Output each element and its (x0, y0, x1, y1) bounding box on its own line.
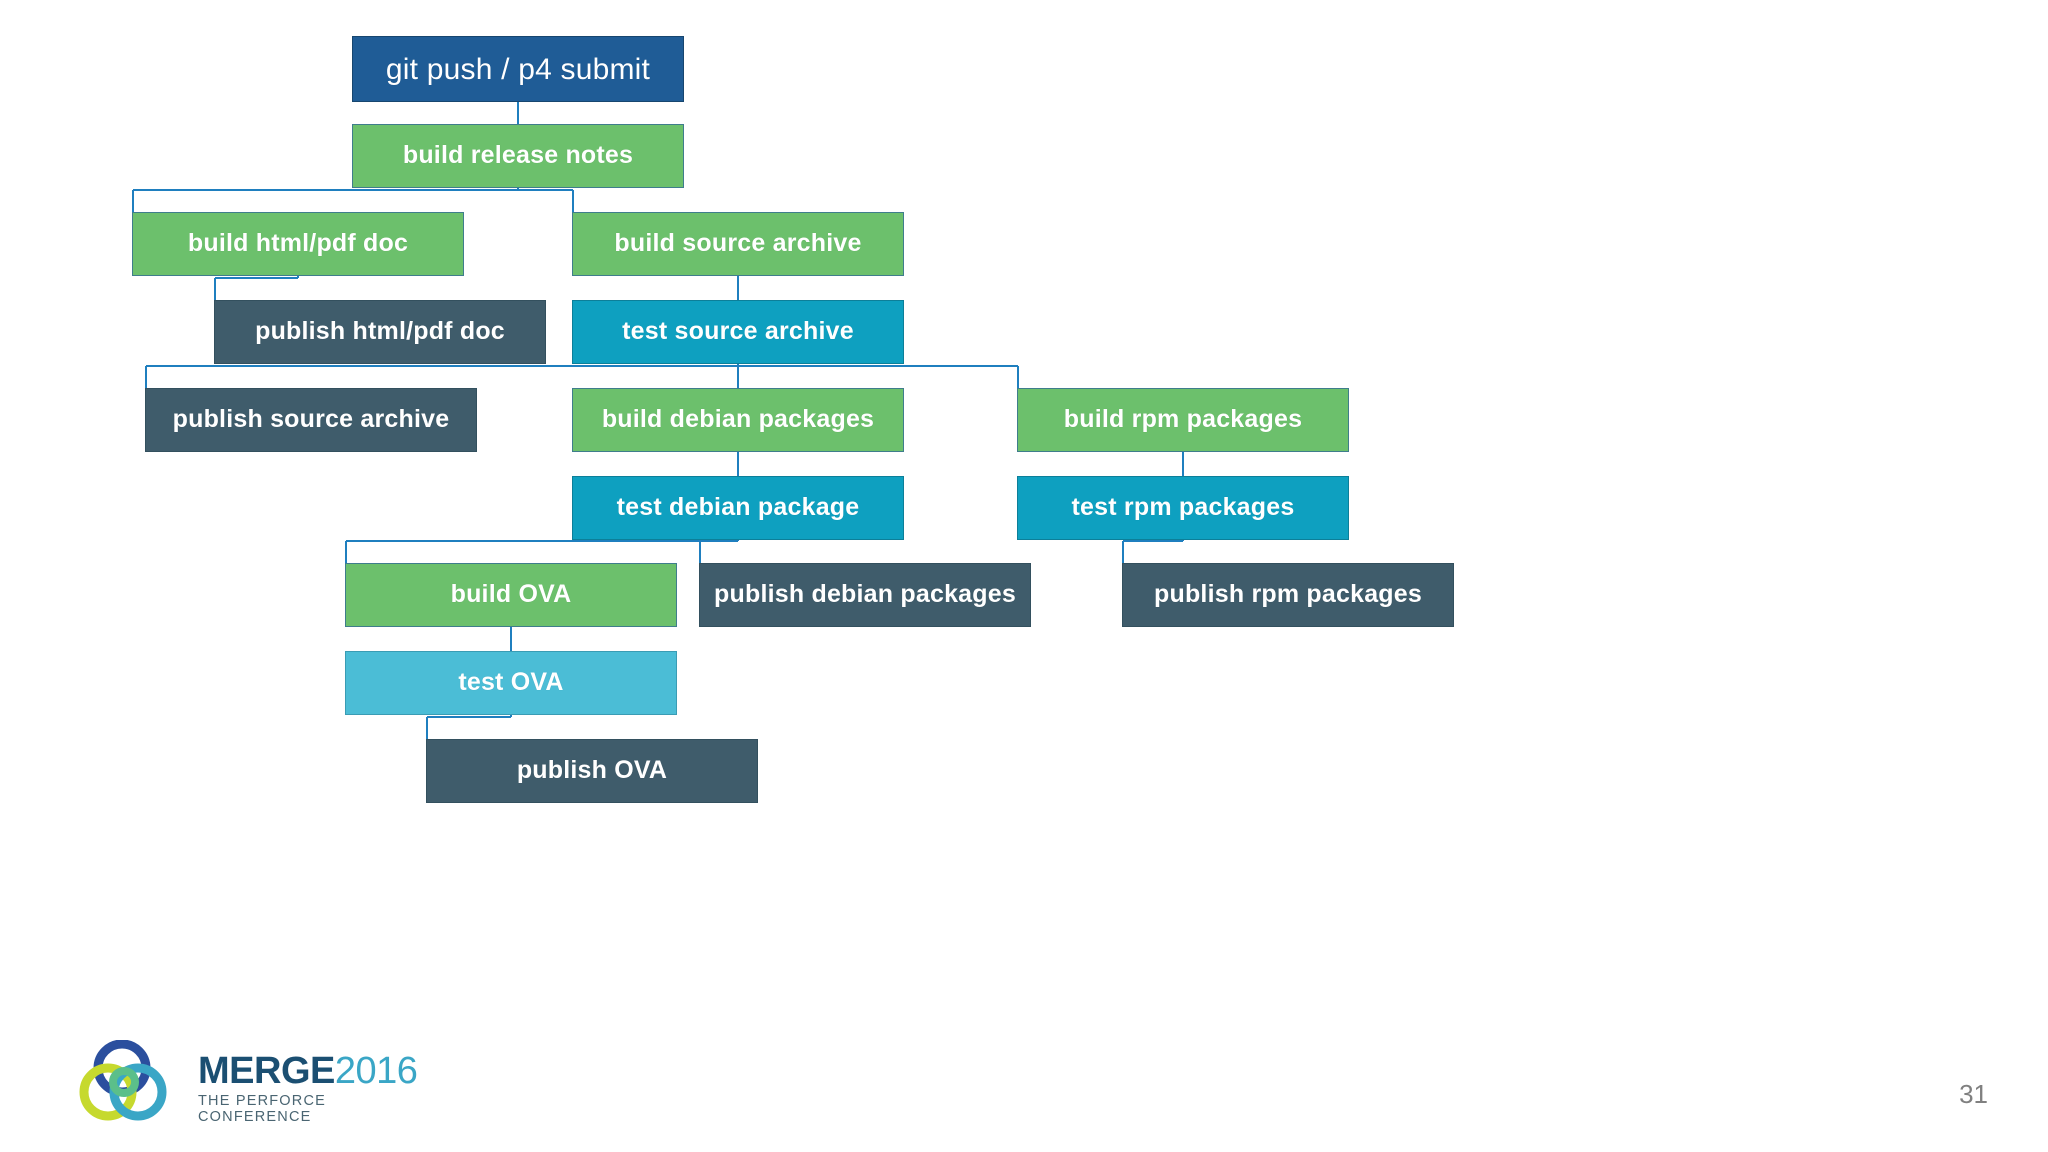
logo-brand-line: MERGE2016 (198, 1052, 428, 1090)
node-label: build debian packages (601, 405, 875, 434)
node-label: build source archive (614, 229, 862, 258)
node-test-ova[interactable]: test OVA (345, 651, 677, 715)
node-test-debian-package[interactable]: test debian package (572, 476, 904, 540)
node-git-push[interactable]: git push / p4 submit (352, 36, 684, 102)
node-publish-debian-packages[interactable]: publish debian packages (699, 563, 1031, 627)
node-label: build html/pdf doc (187, 229, 409, 258)
node-label: publish debian packages (714, 580, 1016, 609)
node-build-debian-packages[interactable]: build debian packages (572, 388, 904, 452)
node-publish-source-archive[interactable]: publish source archive (145, 388, 477, 452)
node-build-ova[interactable]: build OVA (345, 563, 677, 627)
merge-2016-logo: MERGE2016 THE PERFORCE CONFERENCE (78, 1039, 428, 1125)
page-number: 31 (1959, 1079, 1988, 1109)
node-test-source-archive[interactable]: test source archive (572, 300, 904, 364)
node-test-rpm-packages[interactable]: test rpm packages (1017, 476, 1349, 540)
node-label: publish OVA (516, 756, 668, 785)
logo-tagline: THE PERFORCE CONFERENCE (198, 1093, 326, 1125)
node-label: test source archive (622, 317, 854, 346)
node-label: build rpm packages (1063, 405, 1303, 434)
logo-wordmark: MERGE2016 THE PERFORCE CONFERENCE (198, 1052, 428, 1125)
logo-mark-icon (79, 1039, 167, 1121)
node-label: build release notes (402, 141, 634, 170)
node-label: publish html/pdf doc (255, 317, 505, 346)
node-label: build OVA (450, 580, 572, 609)
node-label: publish rpm packages (1154, 580, 1422, 609)
node-build-release-notes[interactable]: build release notes (352, 124, 684, 188)
logo-year-text: 2016 (334, 1050, 418, 1092)
node-label: git push / p4 submit (385, 52, 651, 86)
node-publish-ova[interactable]: publish OVA (426, 739, 758, 803)
node-build-html-pdf-doc[interactable]: build html/pdf doc (132, 212, 464, 276)
node-build-source-archive[interactable]: build source archive (572, 212, 904, 276)
logo-brand-text: MERGE (198, 1050, 335, 1092)
node-build-rpm-packages[interactable]: build rpm packages (1017, 388, 1349, 452)
node-publish-html-pdf-doc[interactable]: publish html/pdf doc (214, 300, 546, 364)
node-label: test debian package (616, 493, 860, 522)
node-label: publish source archive (172, 405, 450, 434)
node-label: test rpm packages (1071, 493, 1295, 522)
node-publish-rpm-packages[interactable]: publish rpm packages (1122, 563, 1454, 627)
node-label: test OVA (458, 668, 564, 697)
